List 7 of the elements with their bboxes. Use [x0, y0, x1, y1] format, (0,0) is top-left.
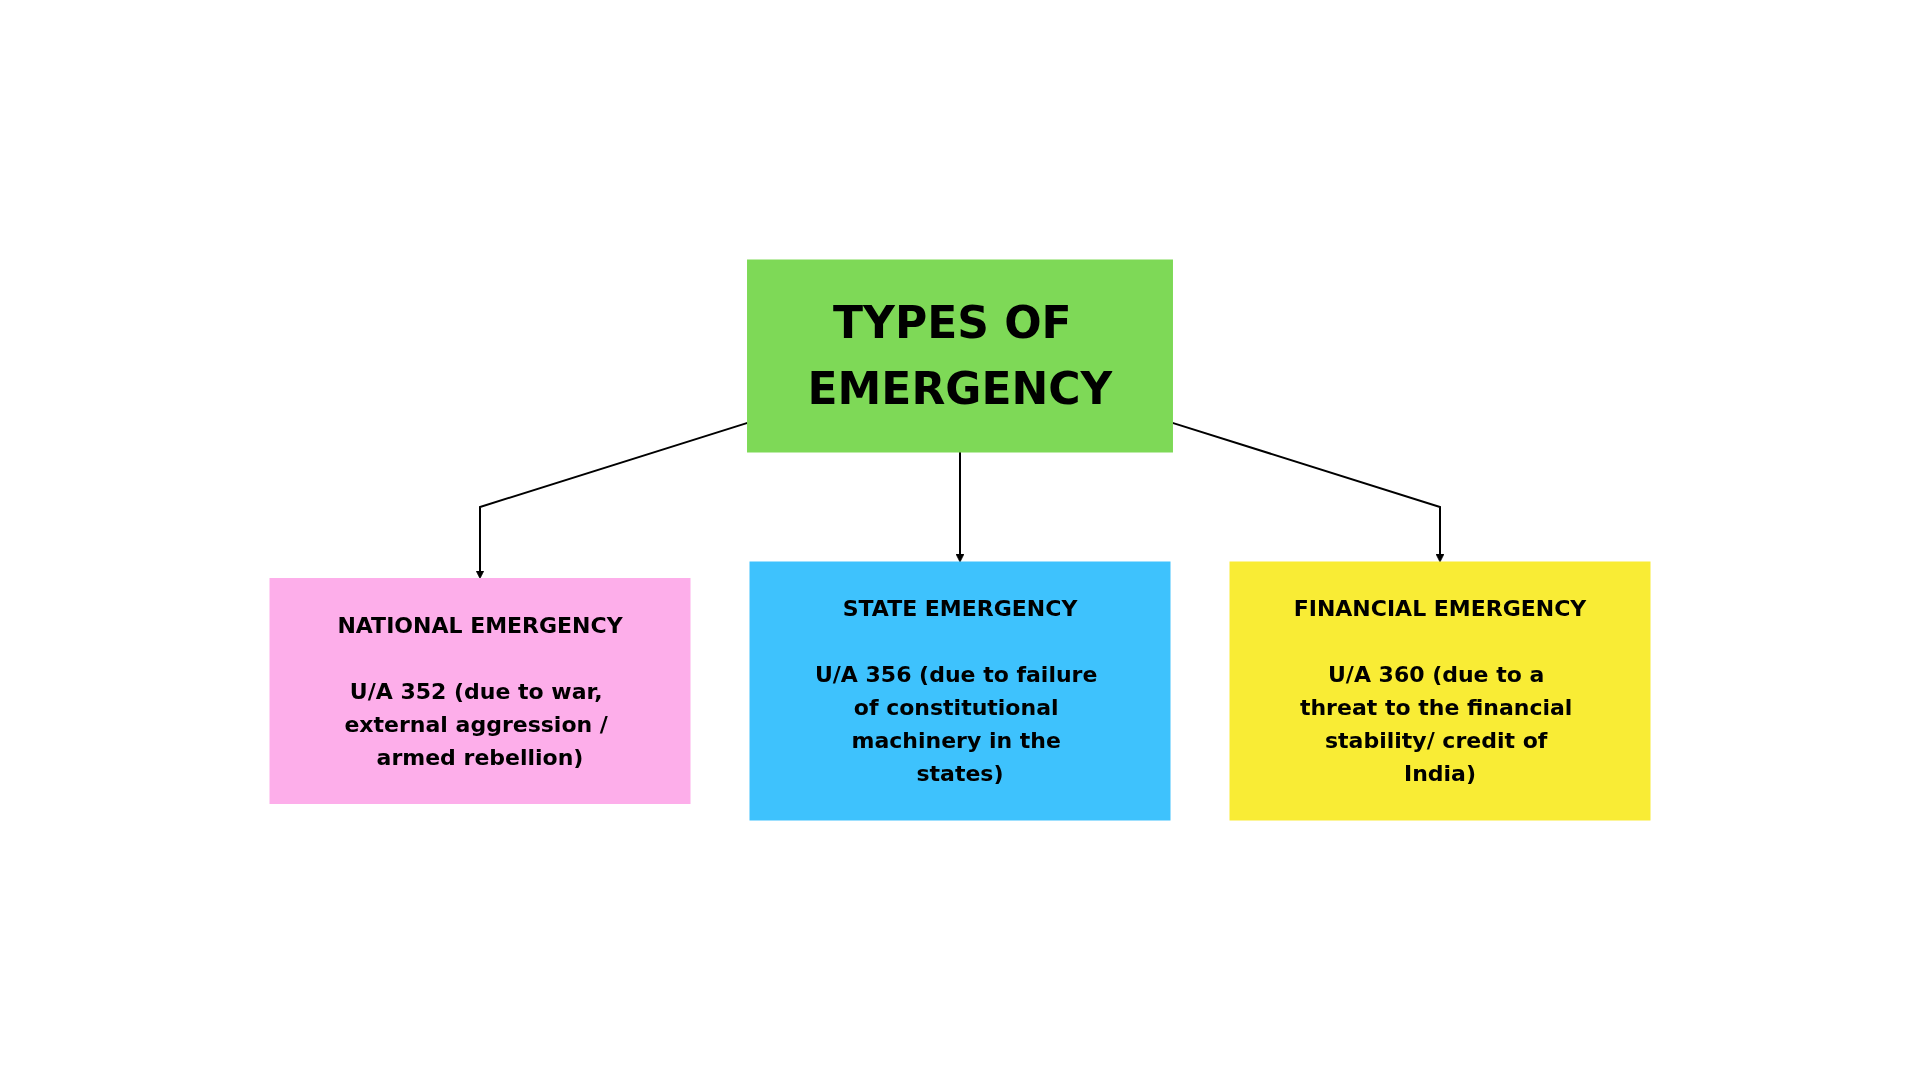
node-box: STATE EMERGENCY U/A 356 (due to failure of constitutional machinery in the states)	[749, 561, 1171, 821]
node-box: TYPES OF EMERGENCY	[747, 259, 1173, 453]
node-box: FINANCIAL EMERGENCY U/A 360 (due to a threat to the financial stability/ credit of India)	[1229, 561, 1651, 821]
arrow	[475, 421, 749, 579]
arrow	[955, 451, 965, 563]
node-box: NATIONAL EMERGENCY U/A 352 (due to war, external aggression / armed rebellion)	[269, 578, 691, 804]
arrow	[1171, 421, 1445, 563]
